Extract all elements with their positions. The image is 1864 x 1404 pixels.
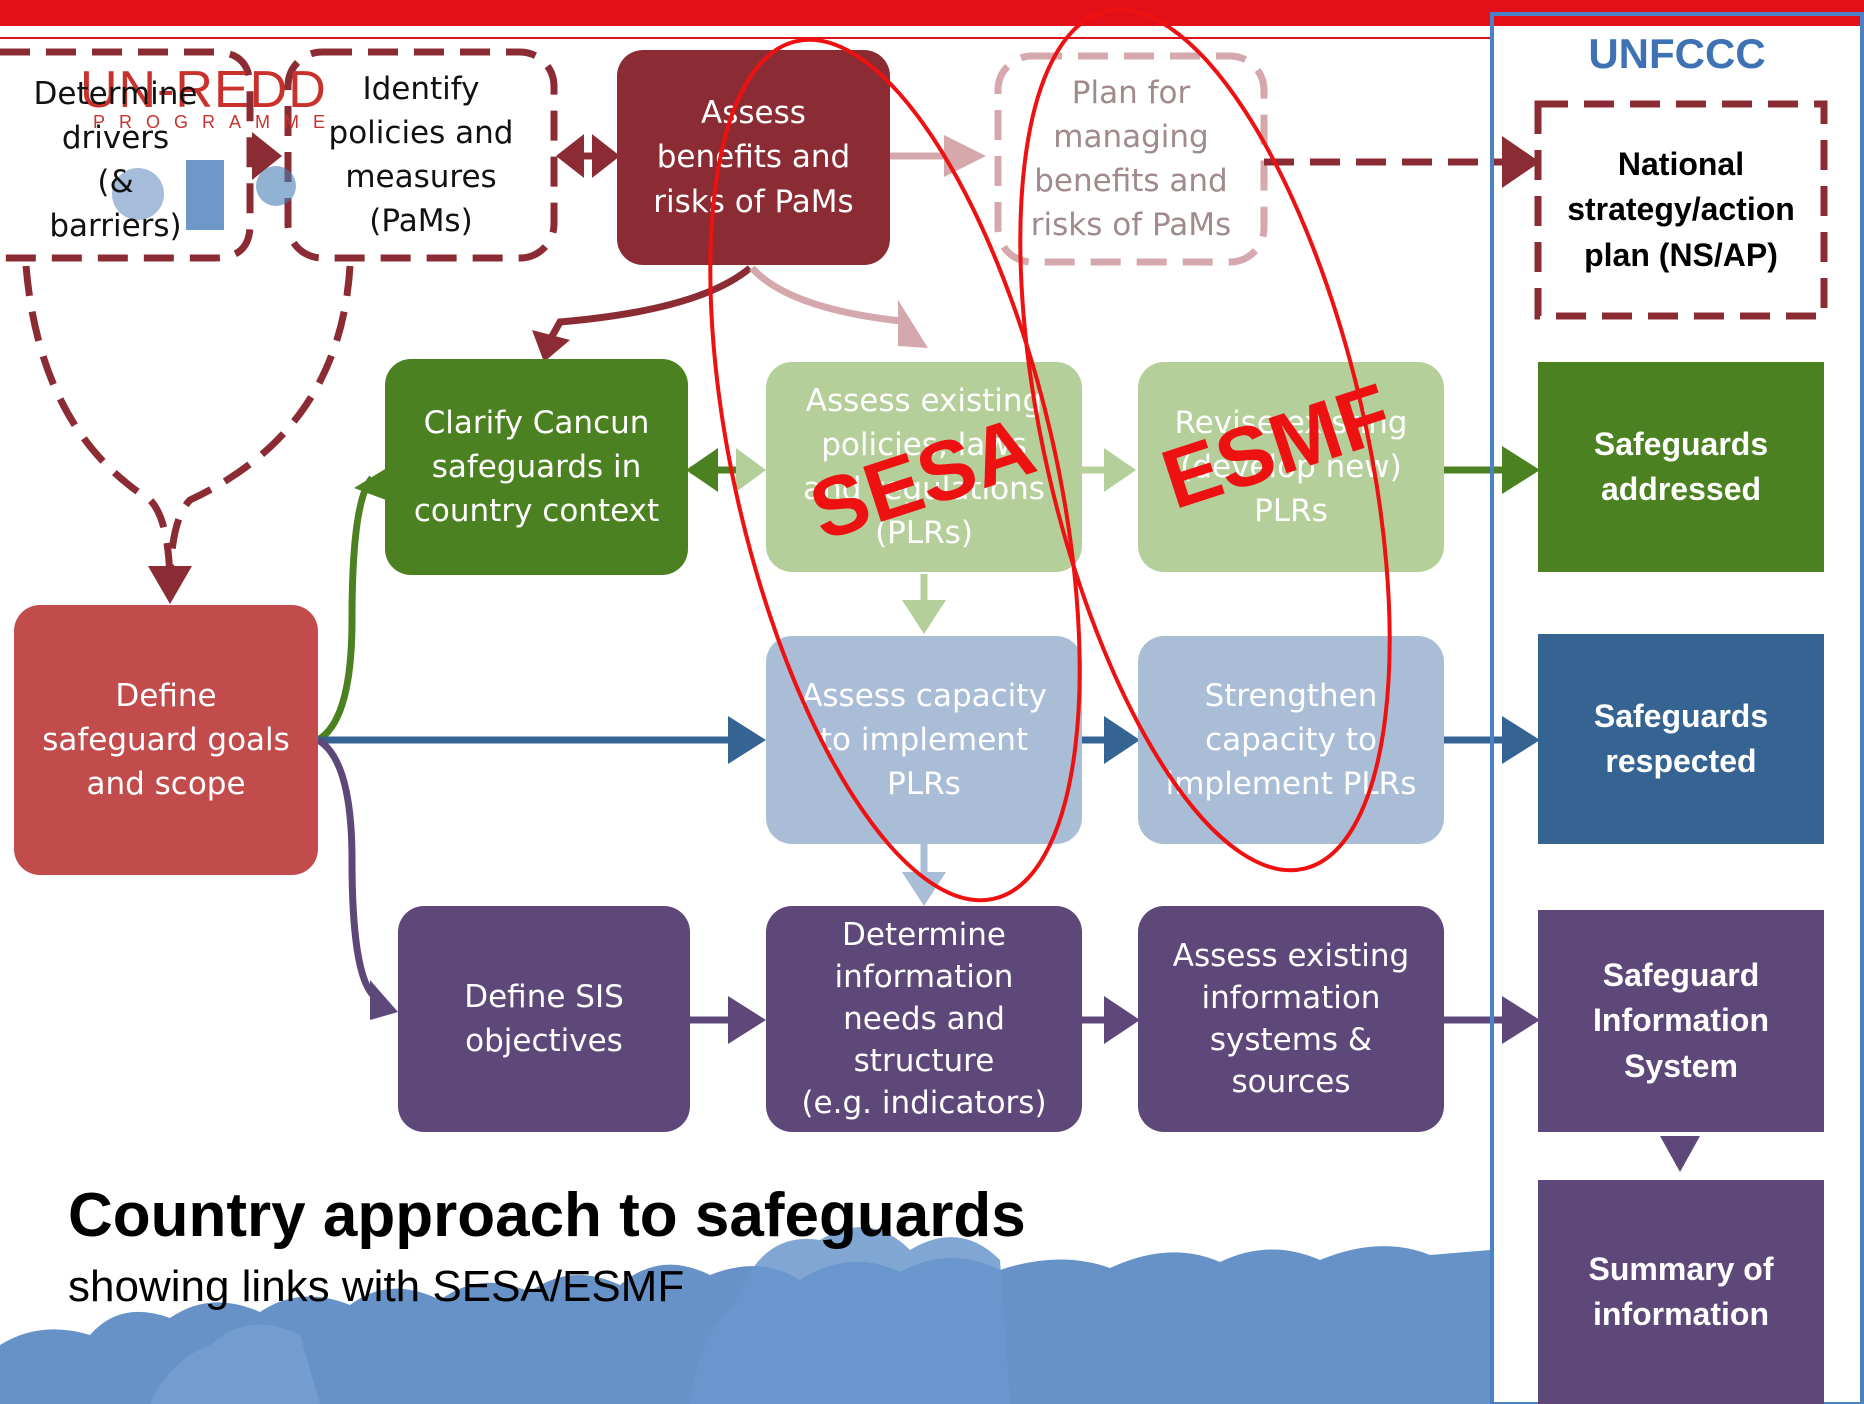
arrowhead-clarify bbox=[532, 330, 570, 362]
revise-plrs-box: Revise existing (develop new) PLRs bbox=[1138, 362, 1444, 572]
clarify-cancun-box: Clarify Cancun safeguards in country con… bbox=[385, 359, 688, 575]
define-sis-box: Define SIS objectives bbox=[398, 906, 690, 1132]
arrowhead-nsap bbox=[1502, 136, 1540, 188]
arrowhead-to-goals bbox=[148, 566, 192, 604]
dashed-box-identify-pams bbox=[284, 48, 558, 262]
un-redd-logo: UN-REDD bbox=[80, 61, 327, 119]
arrowhead-determine-purple bbox=[728, 996, 766, 1044]
arrow-assess-to-existing bbox=[749, 265, 911, 326]
dashed-arrow-pams-to-goals bbox=[166, 265, 354, 591]
un-redd-logo-sub: PROGRAMME bbox=[93, 112, 340, 132]
top-red-line bbox=[0, 37, 1490, 39]
arrowhead-determine bbox=[902, 872, 946, 906]
safeguards-addressed-box: Safeguards addressed bbox=[1538, 362, 1824, 572]
assess-capacity-box: Assess capacity to implement PLRs bbox=[766, 636, 1082, 844]
assess-benefits-box: Assess benefits and risks of PaMs bbox=[617, 50, 890, 265]
arrowhead-addressed bbox=[1502, 446, 1540, 494]
double-arrow-left bbox=[556, 134, 584, 178]
national-strategy-box: National strategy/action plan (NS/AP) bbox=[1567, 145, 1795, 273]
strengthen-capacity-box: Strengthen capacity to implement PLRs bbox=[1138, 636, 1444, 844]
arrowhead-sis bbox=[1502, 996, 1540, 1044]
dashed-box-determine-drivers bbox=[0, 48, 254, 262]
arrowhead-strengthen bbox=[1104, 716, 1140, 764]
arrowhead-sis-objectives bbox=[370, 980, 398, 1020]
arrow-goals-to-clarify bbox=[316, 475, 375, 744]
unep-logo-icon bbox=[256, 166, 296, 206]
assess-info-systems-box: Assess existing information systems & so… bbox=[1138, 906, 1444, 1132]
arrowhead-clarify-green bbox=[354, 466, 390, 500]
define-goals-box: Define safeguard goals and scope bbox=[14, 605, 318, 875]
dashed-arrow-drivers-to-goals bbox=[22, 265, 174, 591]
safeguards-respected-box: Safeguards respected bbox=[1538, 634, 1824, 844]
arrowhead-clarify-left bbox=[686, 448, 718, 492]
fao-logo-icon bbox=[112, 168, 164, 220]
arrowhead-sis-to-summary bbox=[1660, 1136, 1700, 1172]
arrowhead-capacity-green bbox=[902, 600, 946, 634]
double-arrow-right bbox=[592, 134, 620, 178]
dashed-box-plan-managing bbox=[994, 52, 1268, 266]
sesa-ellipse bbox=[708, 37, 1082, 903]
arrowhead-assess-info bbox=[1104, 996, 1140, 1044]
arrowhead-respected bbox=[1502, 716, 1540, 764]
arrow-assess-to-clarify bbox=[546, 265, 753, 342]
arrowhead-capacity bbox=[728, 716, 766, 764]
summary-box: Summary of information bbox=[1538, 1180, 1824, 1404]
arrowhead-existing-right bbox=[736, 448, 766, 492]
undp-logo-icon bbox=[186, 160, 224, 230]
plan-managing-box: Plan for managing benefits and risks of … bbox=[1030, 74, 1232, 244]
sis-box: Safeguard Information System bbox=[1538, 910, 1824, 1132]
identify-pams-box: Identify policies and measures (PaMs) bbox=[328, 70, 514, 240]
caption-title: Country approach to safeguards bbox=[68, 1181, 1026, 1250]
esmf-ellipse bbox=[1018, 7, 1392, 873]
arrow-goals-to-sis bbox=[316, 736, 382, 1004]
arrowhead-existing bbox=[898, 300, 928, 348]
arrowhead-revise bbox=[1104, 448, 1136, 492]
arrow-drivers-to-identify bbox=[252, 132, 282, 180]
caption-subtitle: showing links with SESA/ESMF bbox=[68, 1262, 685, 1311]
assess-existing-plrs-box: Assess existing policies, laws and regul… bbox=[766, 362, 1082, 572]
determine-info-box: Determine information needs and structur… bbox=[766, 906, 1082, 1132]
unfccc-title: UNFCCC bbox=[1588, 30, 1766, 77]
dashed-box-national-strategy bbox=[1534, 100, 1828, 320]
